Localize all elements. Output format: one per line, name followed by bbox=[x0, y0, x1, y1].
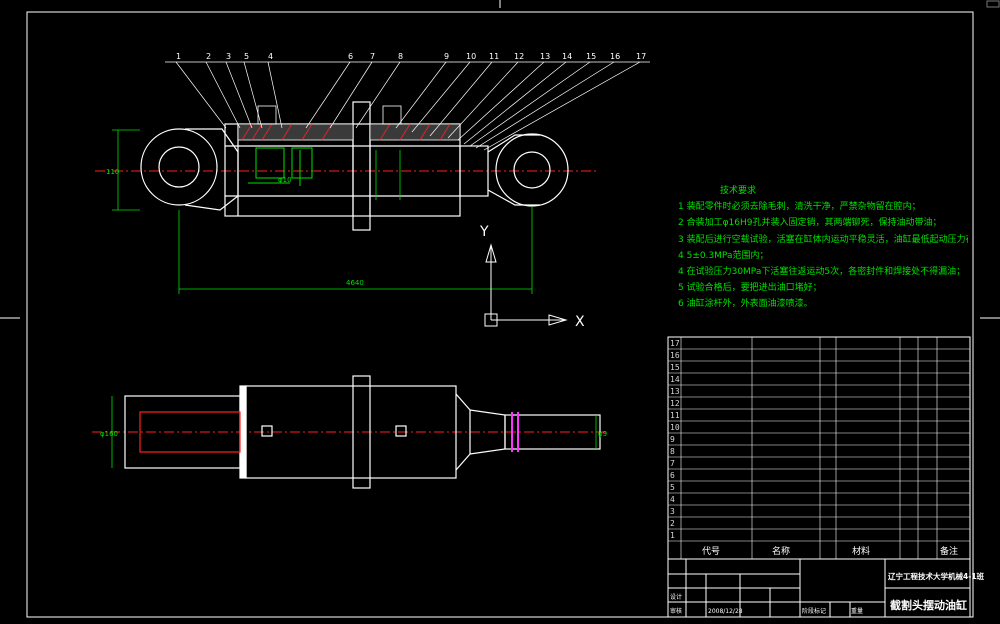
table-row-number: 3 bbox=[670, 507, 675, 516]
axis-x-label: X bbox=[575, 314, 585, 330]
requirement-3: 3 装配后进行空载试验，活塞在缸体内运动平稳灵活，油缸最低起动压力在 bbox=[678, 234, 968, 245]
table-row-number: 5 bbox=[670, 483, 675, 492]
requirement-5: 4 在试验压力30MPa下活塞往返运动5次，各密封件和焊接处不得漏油； bbox=[678, 267, 966, 278]
technical-requirements: 技术要求 1 装配零件时必须去除毛刺，清洗干净，严禁杂物留在腔内； 2 合装加工… bbox=[678, 183, 968, 313]
table-row-number: 9 bbox=[670, 435, 675, 444]
callout-5: 5 bbox=[244, 52, 249, 61]
table-row-number: 4 bbox=[670, 495, 675, 504]
table-row-number: 7 bbox=[670, 459, 675, 468]
title-block bbox=[667, 558, 971, 618]
right-eye bbox=[487, 133, 569, 207]
table-footer-code: 代号 bbox=[702, 546, 720, 557]
requirement-7: 6 油缸涂杆外，外表面油漆喷漆。 bbox=[678, 299, 813, 310]
callout-13: 13 bbox=[540, 52, 550, 61]
callout-11: 11 bbox=[489, 52, 499, 61]
requirement-6: 5 试验合格后，要把进出油口堵好； bbox=[678, 283, 822, 294]
table-row-number: 17 bbox=[670, 339, 680, 348]
callout-1: 1 bbox=[176, 52, 181, 61]
table-row-number: 16 bbox=[670, 351, 680, 360]
callout-6: 6 bbox=[348, 52, 353, 61]
title-date: 2008/12/28 bbox=[708, 608, 743, 615]
piston-detail bbox=[248, 147, 313, 186]
dim-total-length: 4640 bbox=[346, 279, 364, 287]
callout-9: 9 bbox=[444, 52, 449, 61]
table-row-number: 10 bbox=[670, 423, 680, 432]
callout-3: 3 bbox=[226, 52, 231, 61]
title-school: 辽宁工程技术大学机械4-1班 bbox=[888, 571, 985, 581]
requirement-1: 1 装配零件时必须去除毛刺，清洗干净，严禁杂物留在腔内； bbox=[678, 202, 921, 213]
dimensions-top bbox=[112, 129, 533, 294]
side-view-cylinder: φ160 φ9 bbox=[92, 375, 608, 489]
requirement-4: 4 5±0.3MPa范围内； bbox=[678, 250, 769, 261]
dim-side: φ160 bbox=[100, 430, 118, 438]
table-row-number: 2 bbox=[670, 519, 675, 528]
requirements-title: 技术要求 bbox=[720, 186, 757, 196]
title-row-label-1: 设计 bbox=[670, 593, 682, 601]
dim-height-left: 110 bbox=[106, 168, 119, 176]
callout-8: 8 bbox=[398, 52, 403, 61]
callout-10: 10 bbox=[466, 52, 476, 61]
callout-17: 17 bbox=[636, 52, 646, 61]
table-footer-name: 名称 bbox=[772, 545, 790, 557]
table-row-number: 12 bbox=[670, 399, 680, 408]
callout-numbers: 1 2 3 5 4 6 7 8 9 10 11 12 13 14 15 16 1… bbox=[176, 52, 646, 61]
callout-7: 7 bbox=[370, 52, 375, 61]
callout-4: 4 bbox=[268, 52, 273, 61]
cylinder-barrel bbox=[224, 101, 489, 231]
dim-bore: φ10 bbox=[278, 176, 292, 184]
title-row-label-2: 审核 bbox=[670, 607, 682, 615]
title-weight: 重量 bbox=[851, 607, 863, 615]
table-row-number: 6 bbox=[670, 471, 675, 480]
table-row-number: 15 bbox=[670, 363, 680, 372]
title-stage: 阶段标记 bbox=[802, 607, 826, 615]
table-footer-note: 备注 bbox=[940, 545, 958, 557]
requirement-2: 2 合装加工φ16H9孔并装入固定销，其两端铆死，保持油动带油； bbox=[678, 218, 942, 229]
table-row-number: 13 bbox=[670, 387, 680, 396]
callout-14: 14 bbox=[562, 52, 572, 61]
callout-2: 2 bbox=[206, 52, 211, 61]
dim-rod: φ9 bbox=[598, 430, 607, 438]
section-hatch bbox=[237, 105, 461, 141]
table-footer-material: 材料 bbox=[852, 545, 870, 557]
callout-15: 15 bbox=[586, 52, 596, 61]
table-row-number: 1 bbox=[670, 531, 675, 540]
table-row-number: 14 bbox=[670, 375, 680, 384]
top-view-cylinder: 1 2 3 5 4 6 7 8 9 10 11 12 13 14 15 16 1… bbox=[95, 52, 650, 330]
callout-12: 12 bbox=[514, 52, 524, 61]
callout-16: 16 bbox=[610, 52, 620, 61]
parts-table: 17 16 15 14 13 12 11 10 9 8 7 6 5 4 3 2 1 代号 名称 材料 备注 bbox=[667, 336, 971, 560]
axis-y-label: Y bbox=[479, 224, 489, 240]
ucs-axis-icon bbox=[484, 243, 568, 327]
table-row-number: 11 bbox=[670, 411, 680, 420]
table-row-number: 8 bbox=[670, 447, 675, 456]
callout-leaders bbox=[165, 61, 650, 151]
left-eye bbox=[140, 128, 239, 211]
title-drawing-name: 截割头摆动油缸 bbox=[890, 598, 967, 612]
